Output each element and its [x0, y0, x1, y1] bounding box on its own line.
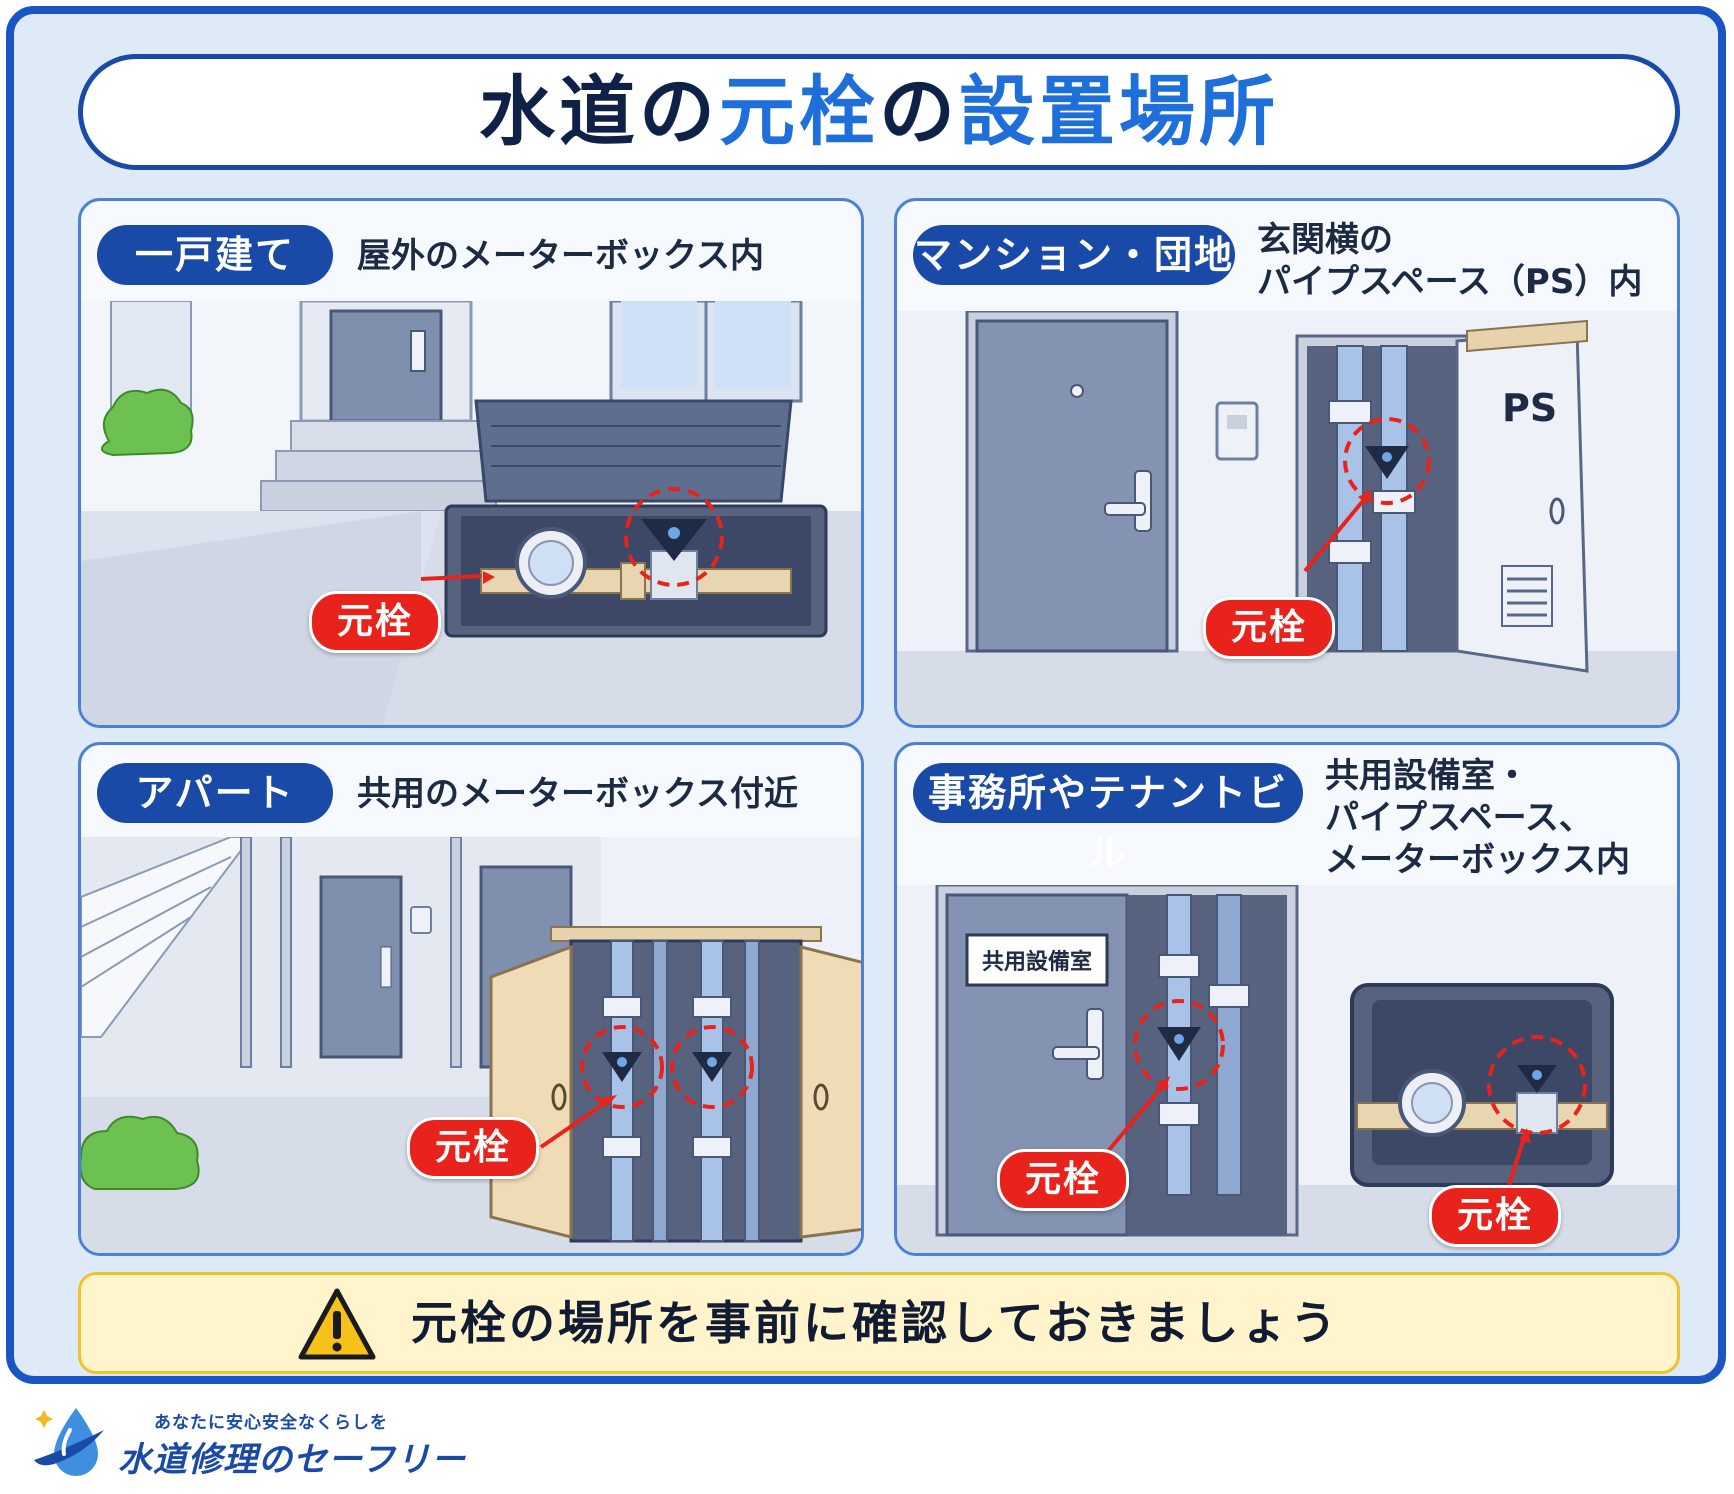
- brand-name: 水道修理のセーフリー: [118, 1440, 466, 1480]
- valve-tag: 元栓: [407, 1117, 539, 1179]
- location-description: 屋外のメーターボックス内: [357, 236, 764, 276]
- location-description-line-1: 玄関横の: [1257, 220, 1393, 260]
- utility-room-sign: 共用設備室: [982, 949, 1092, 975]
- panel-detached-house: 一戸建て 屋外のメーターボックス内: [78, 198, 864, 728]
- page-title: 水道の元栓の設置場所: [78, 54, 1680, 170]
- panel-condominium: マンション・団地 玄関横の パイプスペース（PS）内: [894, 198, 1680, 728]
- panel-apartment: アパート 共用のメーターボックス付近: [78, 742, 864, 1256]
- title-part-2: 元栓: [719, 67, 879, 156]
- title-part-3: の: [879, 67, 959, 156]
- water-drop-logo-icon: [34, 1408, 104, 1476]
- location-description-line-2: パイプスペース（PS）内: [1257, 262, 1643, 302]
- ps-door-sign: PS: [1502, 386, 1557, 430]
- category-pill: 一戸建て: [97, 225, 333, 285]
- category-pill: アパート: [97, 763, 333, 823]
- location-description-line-1: 共用設備室・: [1325, 756, 1529, 796]
- valve-tag: 元栓: [1203, 597, 1335, 659]
- category-pill: マンション・団地: [913, 225, 1235, 285]
- brand-logo: あなたに安心安全なくらしを 水道修理のセーフリー: [24, 1400, 465, 1480]
- location-description-line-2: パイプスペース、: [1325, 798, 1593, 838]
- location-description: 共用のメーターボックス付近: [357, 774, 798, 814]
- infographic-frame: 水道の元栓の設置場所 一戸建て 屋外のメーターボックス内: [6, 6, 1726, 1384]
- valve-tag: 元栓: [309, 591, 441, 653]
- title-part-1: 水道の: [479, 67, 719, 156]
- scene-shared-meter-box: [81, 837, 861, 1253]
- location-description-line-3: メーターボックス内: [1325, 840, 1630, 880]
- scene-outdoor-meter-box: [81, 301, 861, 725]
- valve-tag: 元栓: [997, 1149, 1129, 1211]
- scene-pipe-space: PS: [897, 311, 1677, 725]
- panel-office-building: 事務所やテナントビル 共用設備室・ パイプスペース、 メーターボックス内 共用設…: [894, 742, 1680, 1256]
- title-part-4: 設置場所: [959, 67, 1279, 156]
- notice-text: 元栓の場所を事前に確認しておきましょう: [411, 1296, 1340, 1350]
- notice-bar: 元栓の場所を事前に確認しておきましょう: [78, 1272, 1680, 1374]
- warning-triangle-icon: [298, 1288, 376, 1360]
- brand-tagline: あなたに安心安全なくらしを: [154, 1413, 388, 1433]
- valve-tag: 元栓: [1429, 1185, 1561, 1247]
- category-pill: 事務所やテナントビル: [913, 763, 1303, 875]
